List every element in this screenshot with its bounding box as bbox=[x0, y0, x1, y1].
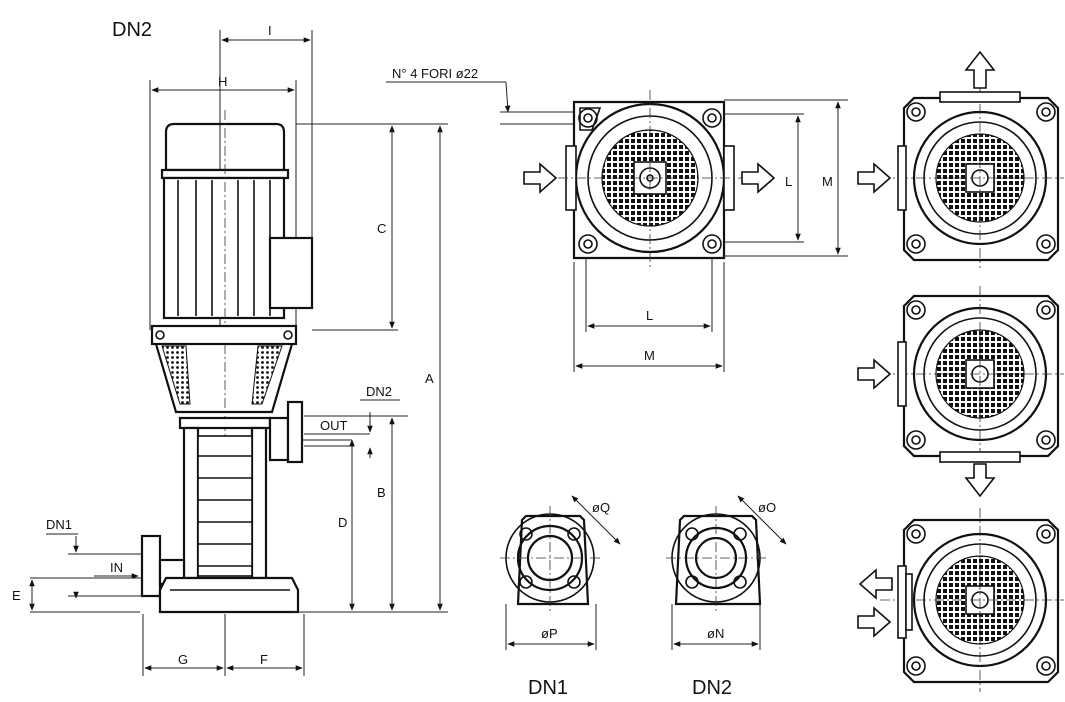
dim-l-bottom-label: L bbox=[646, 308, 653, 323]
top-dn2-label: DN2 bbox=[112, 19, 152, 41]
flange-dn2-view: øN øO DN2 bbox=[666, 495, 787, 699]
dim-m-bottom-label: M bbox=[644, 348, 655, 363]
dim-l-side-label: L bbox=[785, 174, 792, 189]
dim-g-label: G bbox=[178, 652, 188, 667]
dimension-dn2-side: DN2 bbox=[360, 384, 400, 458]
plan-variant-top bbox=[857, 50, 1064, 268]
plan-variant-bottom bbox=[857, 508, 1064, 692]
flange-dn2-label: DN2 bbox=[692, 677, 732, 699]
plan-view-inline: N° 4 FORI ø22 L M bbox=[386, 66, 848, 372]
dim-m-side-label: M bbox=[822, 174, 833, 189]
flange-dn1-label: DN1 bbox=[528, 677, 568, 699]
dim-q-label: øQ bbox=[592, 500, 610, 515]
dimension-dn1: DN1 bbox=[46, 517, 79, 599]
dim-dn1-label: DN1 bbox=[46, 517, 72, 532]
flange-dn1-view: øP øQ DN1 bbox=[500, 495, 621, 699]
dimension-c: C bbox=[377, 125, 395, 329]
dimension-b: B bbox=[377, 417, 395, 611]
side-elevation-view: DN2 I H bbox=[12, 19, 448, 676]
inlet-label-group: IN bbox=[94, 560, 139, 579]
out-label: OUT bbox=[320, 418, 348, 433]
dim-dn2-side-label: DN2 bbox=[366, 384, 392, 399]
dim-e-label: E bbox=[12, 588, 21, 603]
lantern-bracket bbox=[150, 324, 298, 414]
pump-body bbox=[140, 400, 304, 614]
dimension-e: E bbox=[12, 577, 60, 611]
in-label: IN bbox=[110, 560, 123, 575]
dim-o-label: øO bbox=[758, 500, 776, 515]
dimension-g-f: G F bbox=[142, 614, 305, 676]
dim-a-label: A bbox=[425, 371, 434, 386]
dim-c-label: C bbox=[377, 221, 386, 236]
outlet-label-group: OUT bbox=[302, 418, 352, 441]
dimension-d: D bbox=[338, 439, 355, 611]
dimension-a: A bbox=[425, 125, 443, 611]
dim-b-label: B bbox=[377, 485, 386, 500]
motor bbox=[160, 110, 314, 620]
plan-variant-middle bbox=[857, 286, 1064, 498]
holes-label: N° 4 FORI ø22 bbox=[392, 66, 478, 81]
dim-n-label: øN bbox=[707, 626, 724, 641]
dim-d-label: D bbox=[338, 515, 347, 530]
dim-p-label: øP bbox=[541, 626, 558, 641]
dim-f-label: F bbox=[260, 652, 268, 667]
extension-lines bbox=[30, 123, 448, 613]
dim-i-label: I bbox=[268, 23, 272, 38]
dim-h-label: H bbox=[218, 74, 227, 89]
